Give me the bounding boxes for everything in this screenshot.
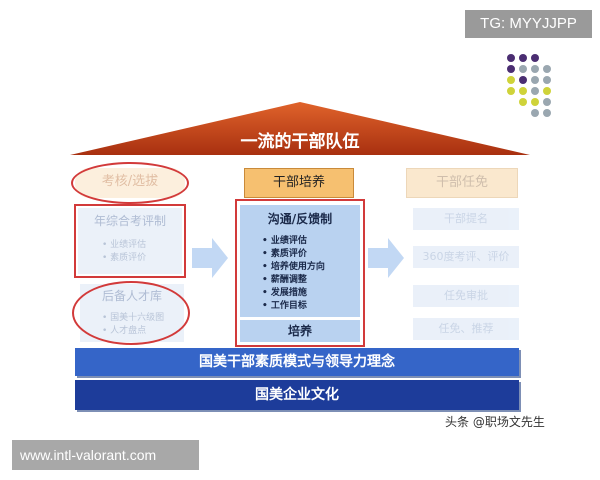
- list-item: 业绩评估: [262, 235, 360, 248]
- decorative-dot: [507, 54, 515, 62]
- decorative-dot: [531, 87, 539, 95]
- list-item: 薪酬调整: [262, 274, 360, 287]
- roof-title: 一流的干部队伍: [240, 132, 360, 152]
- decorative-dot: [531, 109, 539, 117]
- band-corporate-culture: 国美企业文化: [75, 380, 519, 410]
- right-item-nomination: 干部提名: [413, 208, 519, 230]
- decorative-dot: [507, 76, 515, 84]
- highlight-ellipse-assessment: [71, 162, 189, 204]
- decorative-dot: [519, 76, 527, 84]
- decorative-dot: [543, 109, 551, 117]
- highlight-box-training: [235, 199, 365, 347]
- right-item-approval: 任免审批: [413, 285, 519, 307]
- decorative-dot: [531, 54, 539, 62]
- watermark-bottom: www.intl-valorant.com: [12, 440, 199, 470]
- author-credit: 头条 @职场文先生: [445, 415, 545, 429]
- panel-annual-evaluation: 年综合考评制 业绩评估 素质评价: [78, 208, 182, 274]
- arrow-right-icon: [368, 238, 404, 278]
- decorative-dot: [507, 87, 515, 95]
- right-item-appointment-recommendation: 任免、推荐: [413, 318, 519, 340]
- decorative-dot: [531, 98, 539, 106]
- decorative-dot-grid: [507, 54, 551, 117]
- roof-shape: [70, 102, 530, 155]
- list-item: 业绩评估: [102, 239, 182, 252]
- panel-communication-feedback-list: 业绩评估 素质评价 培养使用方向 薪酬调整 发展措施 工作目标: [262, 235, 360, 313]
- panel-communication-feedback: 沟通/反馈制 业绩评估 素质评价 培养使用方向 薪酬调整 发展措施 工作目标: [240, 205, 360, 317]
- decorative-dot: [519, 98, 527, 106]
- panel-communication-feedback-title: 沟通/反馈制: [267, 212, 333, 226]
- decorative-dot: [543, 87, 551, 95]
- highlight-box-evaluation: [74, 204, 186, 278]
- panel-annual-evaluation-list: 业绩评估 素质评价: [102, 239, 182, 265]
- header-cadre-training: 干部培养: [244, 168, 354, 198]
- list-item: 素质评价: [102, 252, 182, 265]
- decorative-dot: [519, 54, 527, 62]
- header-cadre-appointment: 干部任免: [406, 168, 518, 198]
- decorative-dot: [519, 87, 527, 95]
- list-item: 素质评价: [262, 248, 360, 261]
- watermark-top: TG: MYYJJPP: [465, 10, 592, 38]
- decorative-dot: [519, 65, 527, 73]
- decorative-dot: [531, 76, 539, 84]
- decorative-dot: [531, 65, 539, 73]
- list-item: 培养使用方向: [262, 261, 360, 274]
- panel-annual-evaluation-title: 年综合考评制: [93, 214, 166, 228]
- band-quality-leadership: 国美干部素质模式与领导力理念: [75, 348, 519, 376]
- decorative-dot: [507, 65, 515, 73]
- list-item: 发展措施: [262, 287, 360, 300]
- list-item: 工作目标: [262, 300, 360, 313]
- panel-training-footer: 培养: [240, 320, 360, 342]
- arrow-right-icon: [192, 238, 228, 278]
- decorative-dot: [543, 98, 551, 106]
- highlight-ellipse-talent-pool: [72, 281, 190, 345]
- decorative-dot: [543, 65, 551, 73]
- right-item-360-evaluation: 360度考评、评价: [413, 246, 519, 268]
- decorative-dot: [543, 76, 551, 84]
